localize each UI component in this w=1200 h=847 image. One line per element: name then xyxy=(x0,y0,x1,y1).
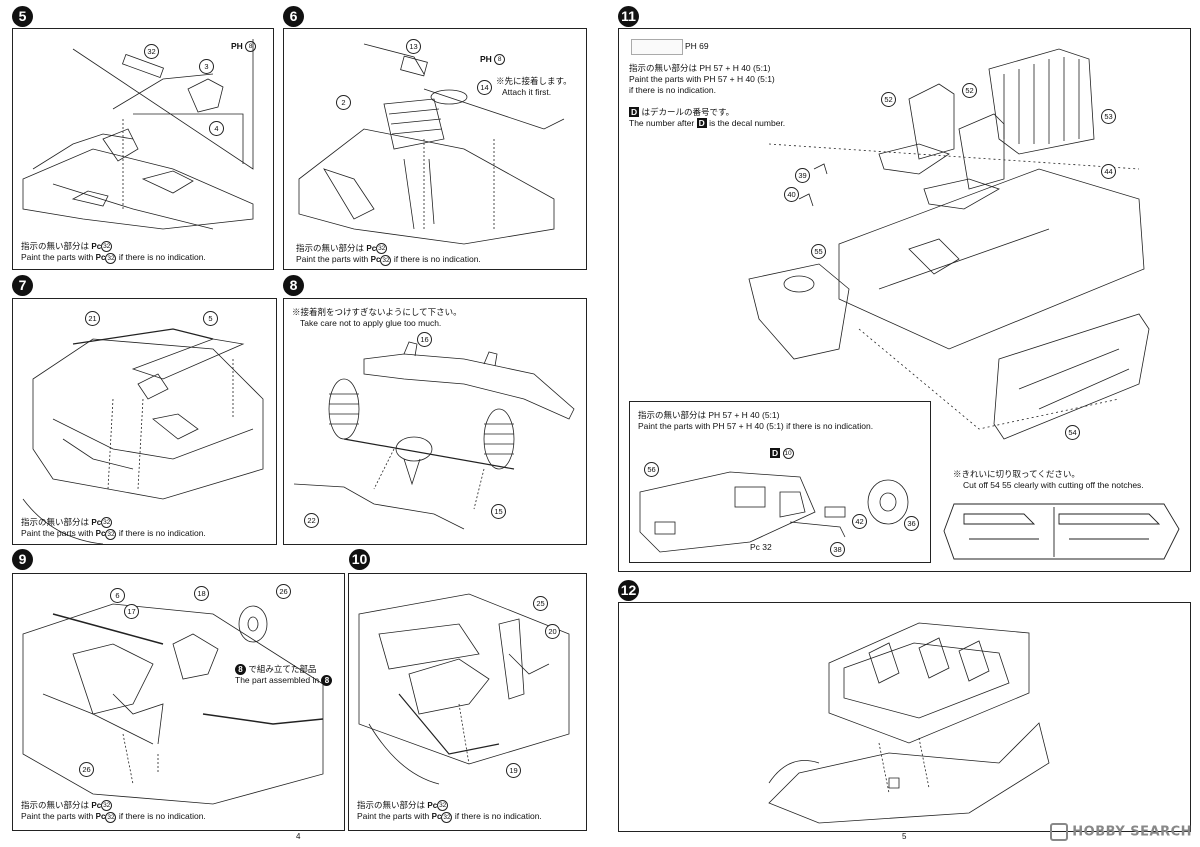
callout-16: 16 xyxy=(417,332,432,347)
step-12-number: 12 xyxy=(618,580,639,601)
step-8-panel: ※接着剤をつけすぎないようにして下さい。 Take care not to ap… xyxy=(283,298,587,545)
step-7-number: 7 xyxy=(12,275,33,296)
dashboard-detail-inset: 指示の無い部分は PH 57 + H 40 (5:1) Paint the pa… xyxy=(629,401,931,563)
callout-40: 40 xyxy=(784,187,799,202)
callout-17: 17 xyxy=(124,604,139,619)
step-9-drawing xyxy=(22,603,324,805)
callout-21: 21 xyxy=(85,311,100,326)
step-11-panel: PH 69 指示の無い部分は PH 57 + H 40 (5:1) Paint … xyxy=(618,28,1191,572)
step-6-number: 6 xyxy=(283,6,304,27)
step-5-drawing xyxy=(22,39,254,230)
callout-26-top: 26 xyxy=(276,584,291,599)
inset-pc32: Pc 32 xyxy=(750,542,772,552)
step-11-decal-note: D はデカールの番号です。 The number after D is the … xyxy=(629,107,786,128)
step-11-number: 11 xyxy=(618,6,639,27)
callout-22: 22 xyxy=(304,513,319,528)
callout-42: 42 xyxy=(852,514,867,529)
step-11-ph69: PH 69 xyxy=(685,41,709,51)
step-8-drawing xyxy=(293,341,575,530)
callout-32: 32 xyxy=(144,44,159,59)
callout-4: 4 xyxy=(209,121,224,136)
dashboard-drawing xyxy=(639,471,909,553)
callout-3: 3 xyxy=(199,59,214,74)
callout-14: 14 xyxy=(477,80,492,95)
callout-2: 2 xyxy=(336,95,351,110)
callout-19: 19 xyxy=(506,763,521,778)
step-11-cut-note: ※きれいに切り取ってください。 Cut off 54 55 clearly wi… xyxy=(953,469,1144,490)
callout-25: 25 xyxy=(533,596,548,611)
step-11-paint-note: 指示の無い部分は PH 57 + H 40 (5:1) Paint the pa… xyxy=(629,63,775,95)
step-12-panel xyxy=(618,602,1191,832)
step-8-tip: ※接着剤をつけすぎないようにして下さい。 Take care not to ap… xyxy=(292,307,462,328)
step-9-tip: 8 で組み立てた部品 The part assembled in 8 xyxy=(235,664,333,686)
callout-5: 5 xyxy=(203,311,218,326)
callout-38: 38 xyxy=(830,542,845,557)
callout-18: 18 xyxy=(194,586,209,601)
step-7-drawing xyxy=(22,328,264,544)
step-6-ph-label: PH 8 xyxy=(480,54,506,66)
callout-52-left: 52 xyxy=(881,92,896,107)
inset-paint-note: 指示の無い部分は PH 57 + H 40 (5:1) Paint the pa… xyxy=(638,410,874,431)
hobby-search-watermark: HOBBY SEARCH xyxy=(1050,823,1192,841)
decal-10-label: D 10 xyxy=(770,448,794,460)
callout-6: 6 xyxy=(110,588,125,603)
paint-swatch xyxy=(631,39,683,55)
step-12-drawing xyxy=(768,622,1050,824)
step-9-number: 9 xyxy=(12,549,33,570)
callout-53: 53 xyxy=(1101,109,1116,124)
callout-26-bottom: 26 xyxy=(79,762,94,777)
callout-54: 54 xyxy=(1065,425,1080,440)
step-8-number: 8 xyxy=(283,275,304,296)
callout-20: 20 xyxy=(545,624,560,639)
callout-13: 13 xyxy=(406,39,421,54)
callout-56: 56 xyxy=(644,462,659,477)
step-5-number: 5 xyxy=(12,6,33,27)
callout-55: 55 xyxy=(811,244,826,259)
step-8-ref-icon: 8 xyxy=(235,664,246,675)
page-number-right: 5 xyxy=(902,832,907,841)
step-10-number: 10 xyxy=(349,549,370,570)
callout-52-right: 52 xyxy=(962,83,977,98)
step-11-drawing xyxy=(748,48,1150,440)
callout-15: 15 xyxy=(491,504,506,519)
callout-36: 36 xyxy=(904,516,919,531)
callout-39: 39 xyxy=(795,168,810,183)
step-9-panel: 6 18 26 17 26 8 で組み立てた部品 The part assemb… xyxy=(12,573,345,831)
step-8-ref-icon-en: 8 xyxy=(321,675,333,686)
step-6-panel: 13 PH 8 14 2 ※先に接着します。 Attach it first. … xyxy=(283,28,587,270)
step-6-drawing xyxy=(298,43,565,245)
hobby-search-logo-icon xyxy=(1050,823,1069,841)
step-5-ph-label: PH 8 xyxy=(231,41,257,53)
door-panel-detail xyxy=(943,503,1180,560)
step-6-tip: ※先に接着します。 Attach it first. xyxy=(496,76,572,97)
page-number-left: 4 xyxy=(296,832,301,841)
step-10-drawing xyxy=(358,593,570,785)
callout-44: 44 xyxy=(1101,164,1116,179)
